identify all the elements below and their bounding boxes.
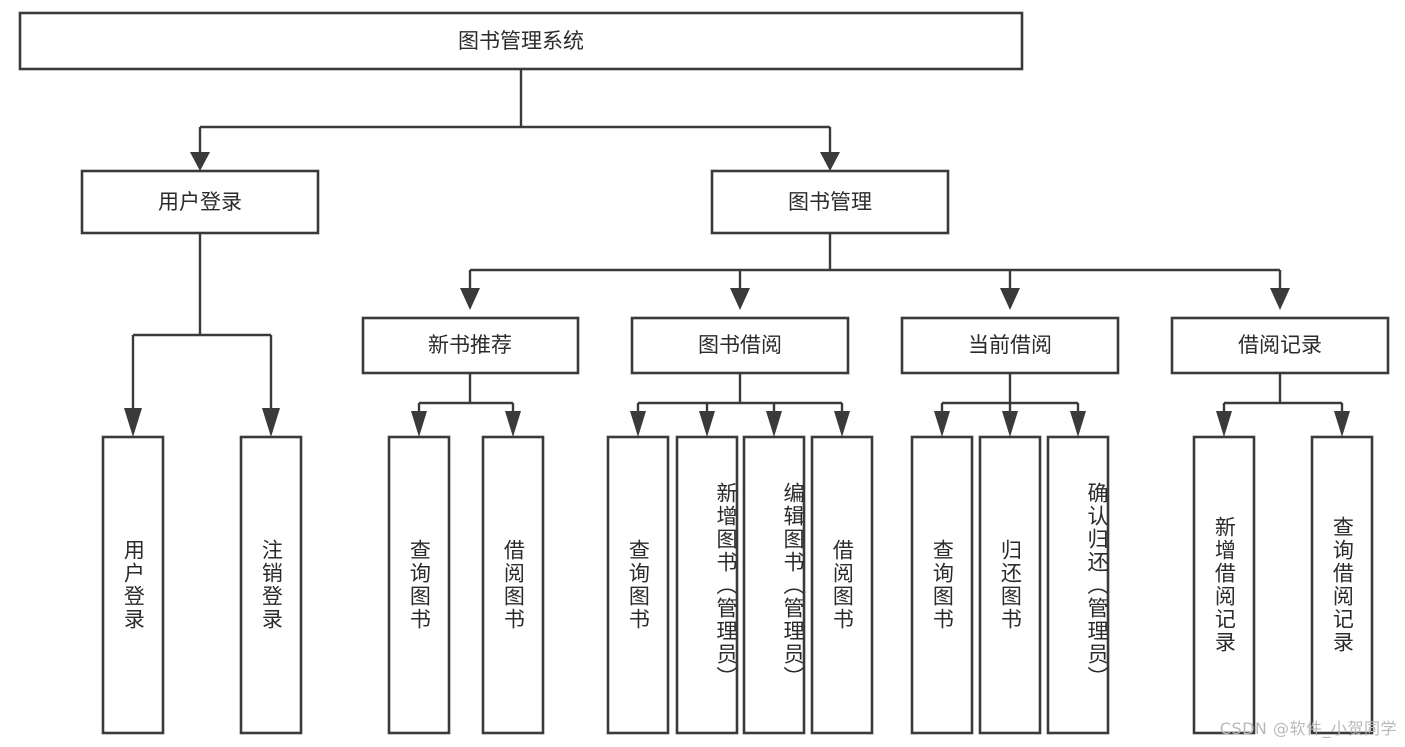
arrow-cb-leaf-1 xyxy=(1002,411,1018,437)
connector-layer xyxy=(124,69,1350,437)
leaf-box-book-borrow-2[interactable] xyxy=(742,435,806,735)
arrow-ul-leaf-0 xyxy=(124,408,142,437)
arrow-nb-leaf-1 xyxy=(505,411,521,437)
leaf-box-current-borrow-0[interactable] xyxy=(910,435,974,735)
arrow-ul-leaf-1 xyxy=(262,408,280,437)
leaf-box-current-borrow-1[interactable] xyxy=(978,435,1042,735)
arrow-to-book-manage xyxy=(820,152,840,171)
node-book-borrow[interactable] xyxy=(630,316,850,375)
leaf-box-book-borrow-0[interactable] xyxy=(606,435,670,735)
arrow-to-borrow-record xyxy=(1270,288,1290,310)
arrow-to-book-borrow xyxy=(730,288,750,310)
leaf-box-book-borrow-1[interactable] xyxy=(675,435,739,735)
leaf-box-user-login-1[interactable] xyxy=(239,435,303,735)
arrow-br-leaf-0 xyxy=(1216,411,1232,437)
node-current-borrow-label: 当前借阅 xyxy=(968,333,1052,357)
arrow-br-leaf-1 xyxy=(1334,411,1350,437)
node-user-login-label: 用户登录 xyxy=(158,190,242,214)
node-book-manage[interactable] xyxy=(710,169,950,235)
arrow-to-new-book xyxy=(460,288,480,310)
node-root[interactable] xyxy=(18,11,1024,71)
node-book-borrow-label: 图书借阅 xyxy=(698,333,782,357)
node-layer: 图书管理系统 用户登录 图书管理 新书推荐 图书借阅 当前借阅 借阅记录 xyxy=(18,11,1390,735)
arrow-to-user-login xyxy=(190,152,210,171)
arrow-cb-leaf-2 xyxy=(1070,411,1086,437)
arrow-to-current-borrow xyxy=(1000,288,1020,310)
arrow-nb-leaf-0 xyxy=(411,411,427,437)
leaf-box-new-book-0[interactable] xyxy=(387,435,451,735)
node-current-borrow[interactable] xyxy=(900,316,1120,375)
arrow-bb-leaf-1 xyxy=(699,411,715,437)
leaf-box-borrow-record-1[interactable] xyxy=(1310,435,1374,735)
node-user-login[interactable] xyxy=(80,169,320,235)
arrow-cb-leaf-0 xyxy=(934,411,950,437)
leaf-box-user-login-0[interactable] xyxy=(101,435,165,735)
watermark-text: CSDN @软件_小贺同学 xyxy=(1219,719,1397,738)
node-borrow-record[interactable] xyxy=(1170,316,1390,375)
leaf-box-current-borrow-2[interactable] xyxy=(1046,435,1110,735)
node-root-label: 图书管理系统 xyxy=(458,29,584,53)
node-new-book-recommend-label: 新书推荐 xyxy=(428,333,512,357)
arrow-bb-leaf-2 xyxy=(766,411,782,437)
leaf-box-book-borrow-3[interactable] xyxy=(810,435,874,735)
node-new-book-recommend[interactable] xyxy=(361,316,580,375)
leaf-box-borrow-record-0[interactable] xyxy=(1192,435,1256,735)
arrow-bb-leaf-0 xyxy=(630,411,646,437)
node-book-manage-label: 图书管理 xyxy=(788,190,872,214)
leaf-box-new-book-1[interactable] xyxy=(481,435,545,735)
arrow-bb-leaf-3 xyxy=(834,411,850,437)
node-borrow-record-label: 借阅记录 xyxy=(1238,333,1322,357)
